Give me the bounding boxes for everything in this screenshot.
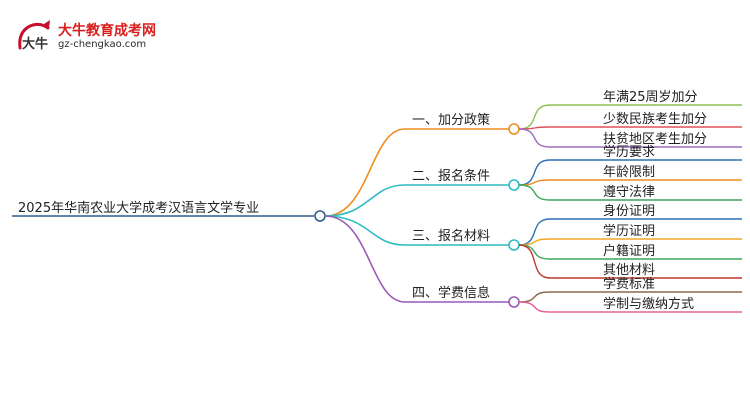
brand-ox-logo-icon: 大牛 bbox=[18, 20, 50, 52]
branch-node-circle-3[interactable] bbox=[508, 239, 520, 251]
branch-label-4[interactable]: 四、学费信息 bbox=[412, 285, 490, 301]
leaf-connector-1-3 bbox=[518, 128, 742, 148]
branch-label-3[interactable]: 三、报名材料 bbox=[412, 228, 490, 244]
leaf-connector-4-2 bbox=[518, 301, 742, 313]
leaf-label-2-3[interactable]: 遵守法律 bbox=[603, 184, 655, 200]
branch-connector-2 bbox=[324, 184, 406, 217]
leaf-connector-3-4 bbox=[518, 244, 742, 279]
leaf-label-3-2[interactable]: 学历证明 bbox=[603, 223, 655, 239]
branch-node-circle-1[interactable] bbox=[508, 123, 520, 135]
leaf-label-3-3[interactable]: 户籍证明 bbox=[603, 243, 655, 259]
leaf-label-3-1[interactable]: 身份证明 bbox=[603, 203, 655, 219]
brand-mark-text: 大牛 bbox=[22, 36, 48, 52]
branch-label-2[interactable]: 二、报名条件 bbox=[412, 168, 490, 184]
leaf-label-4-1[interactable]: 学费标准 bbox=[603, 276, 655, 292]
brand-url: gz-chengkao.com bbox=[58, 39, 147, 50]
root-label[interactable]: 2025年华南农业大学成考汉语言文学专业 bbox=[18, 200, 259, 216]
brand-name: 大牛教育成考网 bbox=[58, 23, 156, 39]
brand-logo[interactable]: 大牛 大牛教育成考网 gz-chengkao.com bbox=[14, 16, 164, 56]
branch-connector-1 bbox=[324, 128, 406, 217]
branch-label-1[interactable]: 一、加分政策 bbox=[412, 112, 490, 128]
branch-node-circle-2[interactable] bbox=[508, 179, 520, 191]
leaf-label-1-2[interactable]: 少数民族考生加分 bbox=[603, 111, 707, 127]
leaf-label-2-1[interactable]: 学历要求 bbox=[603, 144, 655, 160]
leaf-label-1-1[interactable]: 年满25周岁加分 bbox=[603, 90, 698, 105]
leaf-label-3-4[interactable]: 其他材料 bbox=[603, 263, 655, 278]
leaf-connector-2-3 bbox=[518, 184, 742, 201]
leaf-connector-1-2 bbox=[518, 126, 742, 130]
leaf-label-1-3[interactable]: 扶贫地区考生加分 bbox=[603, 131, 707, 147]
branch-node-circle-4[interactable] bbox=[508, 296, 520, 308]
leaf-label-4-2[interactable]: 学制与缴纳方式 bbox=[603, 296, 694, 312]
branch-connector-4 bbox=[324, 215, 406, 303]
root-node-circle[interactable] bbox=[314, 210, 326, 222]
leaf-connector-1-1 bbox=[518, 104, 742, 130]
leaf-label-2-2[interactable]: 年龄限制 bbox=[603, 165, 655, 180]
branch-connector-3 bbox=[324, 215, 406, 246]
